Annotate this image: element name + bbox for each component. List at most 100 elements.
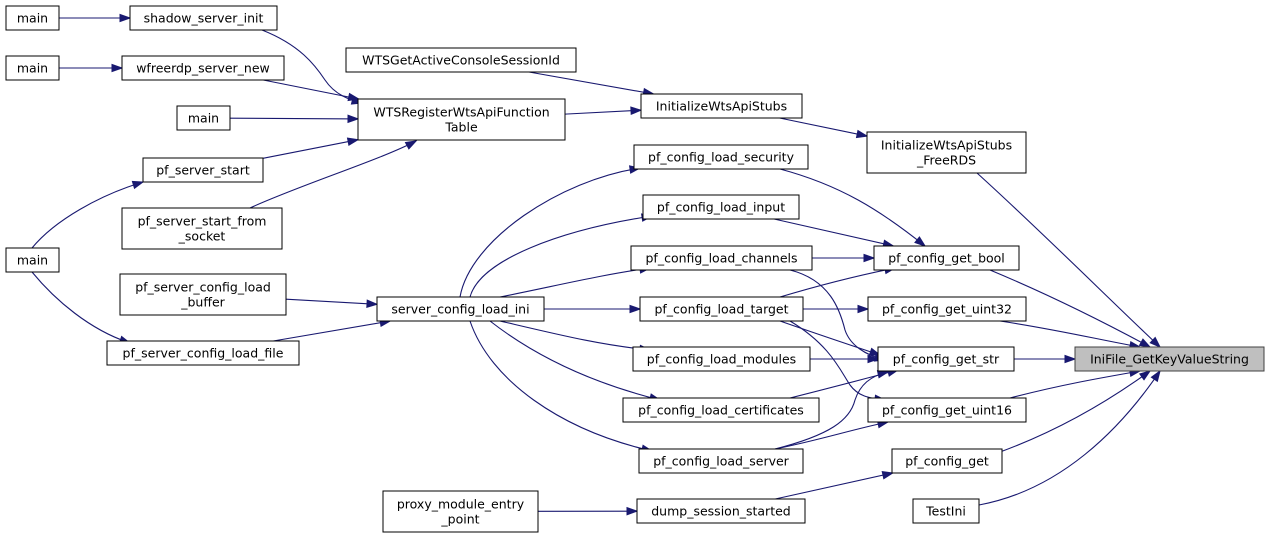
node-server-config-load-ini[interactable]: server_config_load_ini xyxy=(376,296,545,322)
node-pf-config-get-bool[interactable]: pf_config_get_bool xyxy=(873,245,1020,271)
edge-pf_config_load_input-to-pf_config_get_bool xyxy=(773,218,895,248)
node-box xyxy=(867,397,1027,423)
edge-pf_config_load_server-to-pf_config_get_str xyxy=(774,370,890,450)
node-box xyxy=(633,144,809,170)
arrowhead-icon xyxy=(347,92,361,102)
edge-main1-to-shadow_server_init xyxy=(59,13,132,23)
node-label: pf_config_get_uint16 xyxy=(882,403,1012,418)
node-label: pf_config_get_uint32 xyxy=(882,302,1012,317)
node-pf-config-get-uint32[interactable]: pf_config_get_uint32 xyxy=(867,296,1027,322)
edge-InitializeWtsApiStubs_FreeRDS-to-IniFile_GetKeyValueString xyxy=(976,172,1162,349)
edge-InitializeWtsApiStubs-to-InitializeWtsApiStubs_FreeRDS xyxy=(779,117,869,139)
node-pf-config-load-input[interactable]: pf_config_load_input xyxy=(642,194,800,220)
edge-line xyxy=(499,320,651,351)
node-label: pf_config_load_input xyxy=(657,200,785,215)
node-box xyxy=(176,105,231,131)
edge-line xyxy=(31,271,131,344)
edge-line xyxy=(489,320,661,401)
node-label: pf_config_load_certificates xyxy=(638,403,804,418)
edge-pf_server_config_load_file-to-server_config_load_ini xyxy=(273,318,392,342)
arrowhead-icon xyxy=(346,137,360,146)
edge-dump_session_started-to-pf_config_get xyxy=(775,471,895,500)
edge-line xyxy=(249,140,417,209)
node-label: TestIni xyxy=(925,504,966,519)
node-box xyxy=(639,296,804,322)
arrowhead-icon xyxy=(1138,370,1152,381)
edge-server_config_load_ini-to-pf_config_load_security xyxy=(459,165,642,298)
edge-server_config_load_ini-to-pf_config_load_target xyxy=(544,304,642,314)
node-main4[interactable]: main xyxy=(5,247,60,273)
node-testini[interactable]: TestIni xyxy=(912,498,980,524)
node-label: InitializeWtsApiStubs xyxy=(881,138,1012,153)
node-wtsgetactiveconsolesessionid[interactable]: WTSGetActiveConsoleSessionId xyxy=(345,47,577,73)
node-pf-config-load-certificates[interactable]: pf_config_load_certificates xyxy=(622,397,820,423)
node-pf-server-config-load-file[interactable]: pf_server_config_load_file xyxy=(106,340,300,366)
node-label: main xyxy=(17,253,48,268)
node-main2[interactable]: main xyxy=(5,55,60,81)
node-pf-config-get-str[interactable]: pf_config_get_str xyxy=(877,346,1015,372)
node-pf-config-load-security[interactable]: pf_config_load_security xyxy=(633,144,809,170)
node-box xyxy=(5,55,60,81)
edge-line xyxy=(999,320,1141,348)
node-pf-config-load-server[interactable]: pf_config_load_server xyxy=(638,448,804,474)
node-box xyxy=(121,207,283,250)
edge-pf_server_start-to-WTSRegisterWtsApiFunctionTable xyxy=(262,137,360,159)
arrowhead-icon xyxy=(914,236,927,247)
node-label: pf_config_get xyxy=(905,454,989,469)
node-box xyxy=(912,498,980,524)
edge-pf_config_load_target-to-pf_config_get_str xyxy=(779,320,882,356)
arrowhead-icon xyxy=(1138,338,1152,348)
node-initializewtsapistubs[interactable]: InitializeWtsApiStubs xyxy=(640,93,803,119)
node-main1[interactable]: main xyxy=(5,5,60,31)
node-label: pf_server_start xyxy=(156,163,250,178)
edge-pf_config_get-to-IniFile_GetKeyValueString xyxy=(999,370,1152,453)
arrowhead-icon xyxy=(629,304,642,314)
edge-line xyxy=(774,371,889,450)
node-pf-server-config-load-buffer[interactable]: pf_server_config_load_buffer xyxy=(119,273,287,316)
arrowhead-icon xyxy=(366,299,379,309)
node-shadow-server-init[interactable]: shadow_server_init xyxy=(129,5,278,31)
node-main3[interactable]: main xyxy=(176,105,231,131)
node-proxy-module-entry-point[interactable]: proxy_module_entry_point xyxy=(382,490,539,533)
node-label: InitializeWtsApiStubs xyxy=(656,99,787,114)
node-box xyxy=(636,498,806,524)
arrowhead-icon xyxy=(881,471,895,480)
edge-pf_config_load_security-to-pf_config_get_bool xyxy=(779,168,927,247)
edge-server_config_load_ini-to-pf_config_load_server xyxy=(469,320,654,453)
edge-line xyxy=(789,269,886,361)
node-dump-session-started[interactable]: dump_session_started xyxy=(636,498,806,524)
node-pf-config-get-uint16[interactable]: pf_config_get_uint16 xyxy=(867,397,1027,423)
edge-line xyxy=(31,181,144,249)
edge-line xyxy=(564,109,642,115)
node-label: pf_config_get_str xyxy=(893,352,1000,367)
node-pf-config-get[interactable]: pf_config_get xyxy=(891,448,1003,474)
edge-line xyxy=(978,370,1161,506)
node-label: dump_session_started xyxy=(651,504,790,519)
node-label: wfreerdp_server_new xyxy=(136,61,270,76)
node-pf-config-load-modules[interactable]: pf_config_load_modules xyxy=(632,346,811,372)
arrowhead-icon xyxy=(855,129,869,139)
arrowhead-icon xyxy=(347,114,360,124)
node-pf-server-start-from-socket[interactable]: pf_server_start_from_socket xyxy=(121,207,283,250)
node-label: IniFile_GetKeyValueString xyxy=(1090,352,1249,367)
node-box xyxy=(121,55,285,81)
edge-pf_server_config_load_buffer-to-server_config_load_ini xyxy=(285,298,379,309)
node-box xyxy=(5,5,60,31)
edge-line xyxy=(779,168,926,247)
node-label: pf_config_load_channels xyxy=(645,251,797,266)
node-pf-server-start[interactable]: pf_server_start xyxy=(142,157,264,183)
edge-pf_config_get_uint16-to-IniFile_GetKeyValueString xyxy=(1009,368,1142,399)
node-initializewtsapistubs-freerds[interactable]: InitializeWtsApiStubs_FreeRDS xyxy=(866,131,1027,174)
node-wfreerdp-server-new[interactable]: wfreerdp_server_new xyxy=(121,55,285,81)
node-pf-config-load-channels[interactable]: pf_config_load_channels xyxy=(630,245,813,271)
node-label: pf_server_config_load_file xyxy=(123,346,284,361)
node-label: WTSRegisterWtsApiFunction xyxy=(373,105,549,120)
node-label: _socket xyxy=(178,229,226,244)
node-pf-config-load-target[interactable]: pf_config_load_target xyxy=(639,296,804,322)
edge-line xyxy=(999,370,1151,453)
edge-server_config_load_ini-to-pf_config_load_channels xyxy=(499,265,652,298)
node-box xyxy=(632,346,811,372)
arrowhead-icon xyxy=(1149,336,1162,349)
